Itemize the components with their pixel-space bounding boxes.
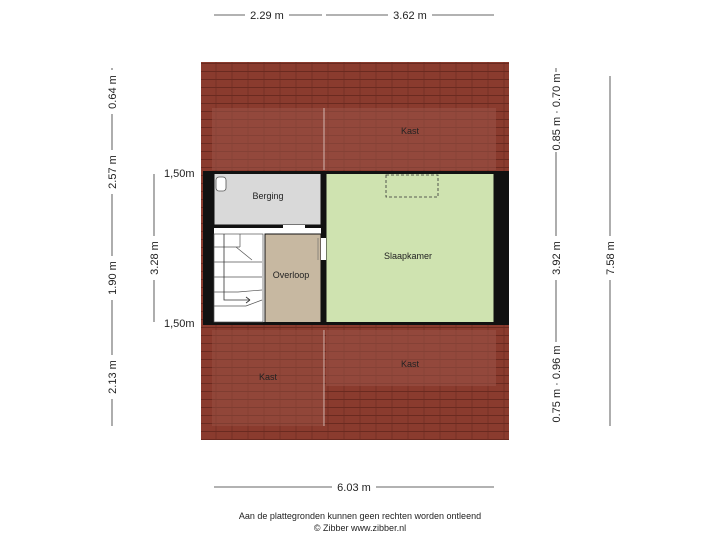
dim-top-left-bg xyxy=(245,8,289,22)
dim-left-inner: 3.28 m xyxy=(149,241,161,275)
wall-left xyxy=(203,171,214,325)
dim-right-top-bg xyxy=(549,72,563,152)
label-kast-bottom-left: Kast xyxy=(259,372,278,382)
wall-bottom xyxy=(214,322,494,325)
berging-room xyxy=(213,172,322,226)
label-berging: Berging xyxy=(252,191,283,201)
wall-berging-bottom xyxy=(214,225,321,228)
dim-left-inner-bg xyxy=(147,236,161,280)
overloop-room xyxy=(264,233,322,324)
dim-right-total-bg xyxy=(603,236,617,280)
dim-top-left: 2.29 m xyxy=(250,10,284,22)
footer-disclaimer: Aan de plattegronden kunnen geen rechten… xyxy=(238,511,482,521)
skylight xyxy=(385,174,439,198)
dim-left-bottom-bg xyxy=(105,355,119,399)
dim-left-top: 0.64 m xyxy=(107,75,119,109)
dim-right-bottom-bg xyxy=(549,342,563,426)
dim-left-mid1: 2.57 m xyxy=(107,155,119,189)
dim-top-right-bg xyxy=(388,8,432,22)
kast-bottom-right-panel xyxy=(326,330,496,386)
dim-right-top: 0.85 m · 0.70 m xyxy=(551,73,563,150)
footer-copyright: © Zibber www.zibber.nl xyxy=(313,523,407,533)
label-slaapkamer: Slaapkamer xyxy=(384,251,432,261)
wall-right xyxy=(494,171,509,325)
dim-left-mid1-bg xyxy=(105,150,119,194)
wall-top xyxy=(214,171,494,174)
label-kast-bottom-right: Kast xyxy=(401,359,420,369)
dim-left-bottom: 2.13 m xyxy=(107,360,119,394)
toilet-icon xyxy=(215,176,227,192)
kast-bottom-left-panel xyxy=(212,330,324,426)
dim-right-bottom: 0.75 m · 0.96 m xyxy=(551,345,563,422)
dim-left-mid2: 1.90 m xyxy=(107,261,119,295)
slaapkamer-room xyxy=(325,172,495,324)
door-slaapkamer xyxy=(321,238,326,260)
dim-right-mid-bg xyxy=(549,236,563,280)
label-kast-top: Kast xyxy=(401,126,420,136)
dim-bottom-bg xyxy=(332,480,376,494)
dim-height-150-bottom: 1,50m xyxy=(164,318,195,330)
dim-top-right: 3.62 m xyxy=(393,10,427,22)
dim-left-top-bg xyxy=(105,70,119,114)
door-berging xyxy=(283,225,305,228)
dim-height-150-top: 1,50m xyxy=(164,168,195,180)
dim-bottom: 6.03 m xyxy=(337,482,371,494)
stairs xyxy=(213,233,264,323)
dim-left-mid2-bg xyxy=(105,256,119,300)
dim-right-mid: 3.92 m xyxy=(551,241,563,275)
kast-top-panel xyxy=(212,108,496,170)
dim-right-total: 7.58 m xyxy=(605,241,617,275)
label-overloop: Overloop xyxy=(273,270,310,280)
